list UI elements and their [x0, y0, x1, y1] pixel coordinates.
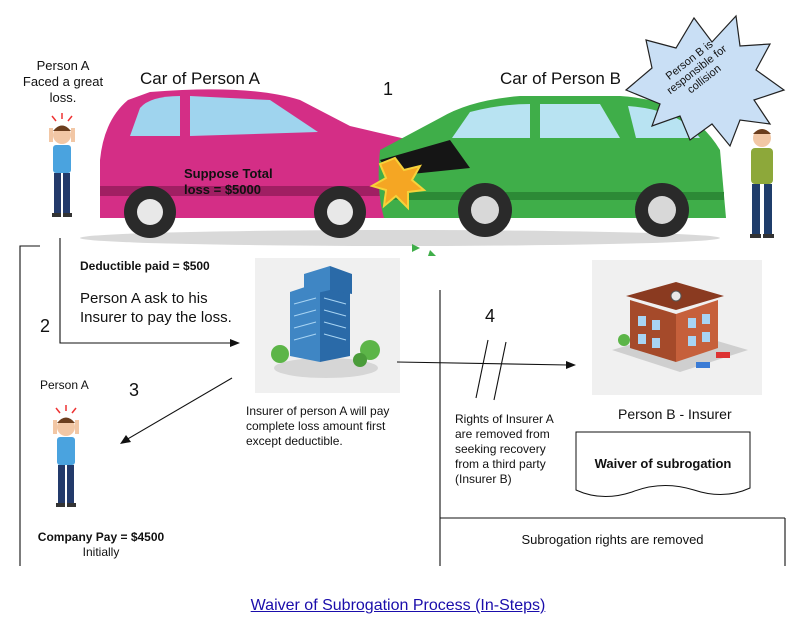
crash-burst-icon [369, 156, 427, 211]
car-b-title: Car of Person B [500, 69, 621, 88]
arrow-heads [120, 339, 576, 444]
car-a-image [100, 89, 419, 238]
insurer-a-description: Insurer of person A will pay complete lo… [246, 404, 389, 449]
person-a-top-status-2: loss. [49, 90, 77, 105]
insurer-a-line-1: Insurer of person A will pay [246, 404, 390, 418]
rights-line-5: (Insurer B) [455, 472, 512, 486]
caption-link[interactable]: Waiver of Subrogation Process (In-Steps) [250, 597, 546, 614]
company-pay-amount: Company Pay = $4500 [37, 530, 165, 544]
waiver-box [575, 431, 751, 497]
step-2-number: 2 [40, 316, 51, 336]
person-a-bottom-label: Person A [40, 378, 89, 392]
step-1-number: 1 [383, 79, 394, 99]
waiver-of-subrogation-label: Waiver of subrogation [594, 456, 732, 471]
person-b-insurer-label: Person B - Insurer [618, 406, 732, 422]
company-pay-label: Company Pay = $4500 Initially [26, 530, 176, 560]
debris-icon [412, 244, 420, 252]
rights-line-4: from a third party [455, 457, 546, 471]
company-pay-note: Initially [82, 545, 120, 559]
insurer-a-building-image [255, 258, 400, 393]
total-loss-line-1: Suppose Total [184, 166, 273, 181]
ground-shadow [80, 230, 720, 246]
insurer-a-line-2: complete loss amount first [246, 419, 386, 433]
flow-lines [19, 238, 786, 566]
step-4-number: 4 [485, 306, 496, 326]
rights-line-3: seeking recovery [455, 442, 546, 456]
person-a-bottom-figure [53, 405, 79, 507]
rights-removed-label: Rights of Insurer A are removed from see… [455, 412, 554, 487]
person-a-top-status-1: Faced a great [22, 74, 104, 89]
ask-insurer-label: Person A ask to his Insurer to pay the l… [80, 289, 232, 327]
step-3-number: 3 [129, 380, 140, 400]
insurer-a-line-3: except deductible. [246, 434, 343, 448]
debris-icon [428, 250, 436, 256]
person-a-top-name: Person A [36, 58, 90, 73]
total-loss-label: Suppose Total loss = $5000 [184, 166, 273, 198]
subrogation-removed-label: Subrogation rights are removed [521, 532, 704, 547]
ask-insurer-line-2: Insurer to pay the loss. [80, 309, 232, 326]
car-b-image [378, 96, 726, 237]
insurer-b-building-image [592, 260, 762, 395]
car-a-title: Car of Person A [140, 69, 261, 88]
rights-line-1: Rights of Insurer A [455, 412, 554, 426]
rights-line-2: are removed from [455, 427, 550, 441]
person-a-top-figure [49, 113, 75, 217]
deductible-label: Deductible paid = $500 [80, 259, 210, 273]
person-a-top-label: Person A Faced a great loss. [18, 58, 108, 106]
speech-burst-icon [624, 14, 786, 148]
ask-insurer-line-1: Person A ask to his [80, 290, 208, 307]
total-loss-line-2: loss = $5000 [184, 182, 261, 197]
person-b-figure [750, 129, 774, 238]
